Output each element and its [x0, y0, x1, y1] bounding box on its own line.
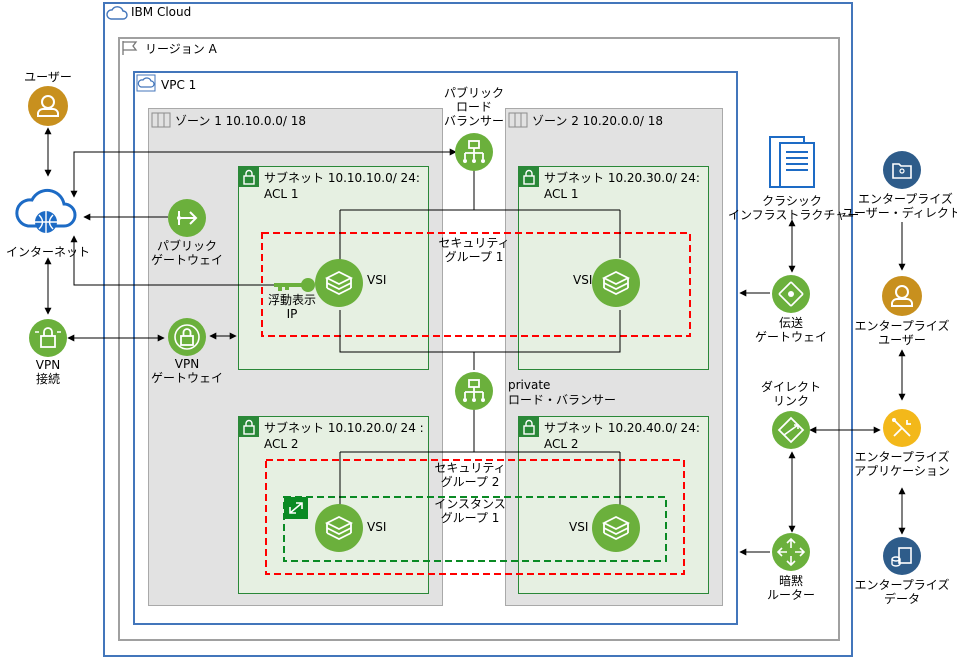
zone-icon [151, 111, 171, 133]
subnet-acl: ACL 1 [544, 187, 579, 201]
zone-2-title: ゾーン 2 10.20.0.0/ 18 [532, 114, 664, 128]
vpn-gateway-icon[interactable] [168, 318, 206, 360]
cloud-title: IBM Cloud [131, 5, 192, 19]
enterprise-apps-label: アプリケーション [854, 464, 950, 478]
instance-group-label: グループ 1 [440, 511, 500, 525]
public-lb-label: バランサー [443, 114, 504, 128]
vpn-gateway-label: ゲートウェイ [150, 371, 223, 385]
public-gateway-label: パブリック [156, 239, 217, 253]
ibm-cloud-container [103, 2, 853, 657]
direct-link-label: リンク [772, 394, 809, 408]
vpn-connection-icon[interactable] [29, 319, 67, 361]
vsi-icon[interactable] [315, 259, 363, 311]
subnet-title: サブネット 10.20.30.0/ 24: [544, 171, 700, 185]
enterprise-data-label: エンタープライズ [854, 578, 950, 592]
zone-icon [508, 111, 528, 133]
router-icon[interactable] [772, 533, 810, 575]
public-gateway-label: ゲートウェイ [150, 253, 223, 267]
directory-icon[interactable] [883, 151, 921, 193]
lock-icon [519, 167, 539, 191]
direct-link-icon[interactable] [772, 411, 810, 453]
vsi-label: VSI [367, 520, 387, 534]
router-label: 暗黙 [778, 574, 803, 588]
router-label: ルーター [766, 588, 815, 602]
private-lb-label: ロード・バランサー [508, 393, 617, 407]
security-group-label: セキュリティ [438, 236, 510, 250]
enterprise-directory-label: ユーザー・ディレクトリー [842, 206, 957, 220]
vsi-label: VSI [573, 273, 593, 287]
instance-group-label: インスタンス [434, 497, 506, 511]
vpc-container [133, 71, 738, 625]
subnet-title: サブネット 10.10.20.0/ 24 : [264, 421, 424, 435]
public-lb-label: ロード [455, 100, 492, 114]
transit-gateway-label: 伝送 [778, 316, 803, 330]
vpn-connection-label: VPN [35, 358, 61, 372]
security-group-label: グループ 1 [444, 250, 504, 264]
lock-icon [239, 417, 259, 441]
enterprise-users-label: エンタープライズ [854, 319, 950, 333]
region-title: リージョン A [145, 42, 217, 56]
internet-label: インターネット [5, 245, 90, 259]
zone-1-title: ゾーン 1 10.10.0.0/ 18 [175, 114, 307, 128]
vpc-icon [136, 74, 156, 96]
enterprise-user-icon[interactable] [882, 276, 922, 320]
vsi-icon[interactable] [592, 259, 640, 311]
flag-icon [121, 40, 139, 60]
enterprise-directory-label: エンタープライズ [858, 192, 953, 206]
user-label: ユーザー [24, 70, 72, 84]
enterprise-apps-label: エンタープライズ [854, 450, 950, 464]
enterprise-data-label: データ [883, 592, 920, 606]
public-lb-label: パブリック [443, 86, 504, 100]
cloud-icon [106, 4, 128, 26]
classic-label: インフラストラクチャー [728, 208, 860, 222]
transit-gateway-label: ゲートウェイ [754, 330, 827, 344]
user-icon[interactable] [28, 86, 68, 130]
floating-ip-label: 浮動表示 [267, 293, 316, 307]
vsi-icon[interactable] [592, 504, 640, 556]
public-gateway-icon[interactable] [168, 199, 206, 241]
subnet-acl: ACL 2 [544, 437, 579, 451]
vsi-label: VSI [367, 273, 387, 287]
private-lb-label: private [508, 378, 551, 392]
vsi-label: VSI [569, 520, 589, 534]
security-group-label: セキュリティ [434, 461, 506, 475]
classic-infrastructure-icon[interactable] [760, 134, 824, 196]
autoscale-icon [284, 497, 308, 523]
internet-cloud-icon[interactable] [14, 182, 78, 242]
vsi-icon[interactable] [315, 504, 363, 556]
application-icon[interactable] [883, 409, 921, 451]
data-icon[interactable] [883, 537, 921, 579]
enterprise-users-label: ユーザー [878, 333, 926, 347]
private-load-balancer-icon[interactable] [455, 372, 493, 414]
lock-icon [519, 417, 539, 441]
vpn-connection-label: 接続 [35, 372, 60, 386]
floating-ip-label: IP [286, 307, 298, 321]
direct-link-label: ダイレクト [760, 380, 821, 394]
vpn-gateway-label: VPN [174, 357, 200, 371]
subnet-acl: ACL 2 [264, 437, 299, 451]
subnet-title: サブネット 10.20.40.0/ 24: [544, 421, 700, 435]
security-group-label: グループ 2 [440, 475, 500, 489]
transit-gateway-icon[interactable] [772, 275, 810, 317]
floating-ip-key-icon[interactable] [270, 277, 316, 297]
public-load-balancer-icon[interactable] [455, 133, 493, 175]
classic-label: クラシック [762, 194, 822, 208]
vpc-title: VPC 1 [161, 78, 197, 92]
